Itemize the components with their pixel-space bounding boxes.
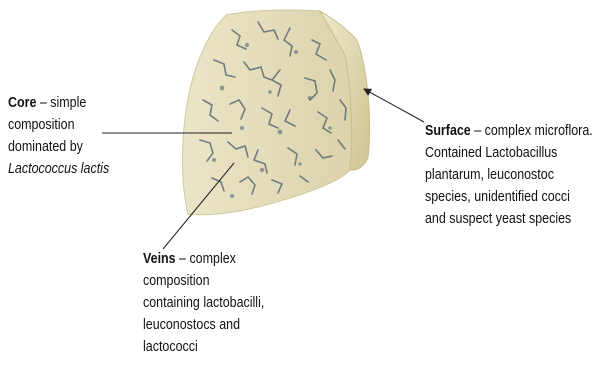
core-label: Core – simple composition dominated by L… [8, 92, 109, 180]
surface-line-5: and suspect yeast species [425, 208, 593, 230]
cheese-cut-face [183, 10, 352, 215]
veins-line-3: containing lactobacilli, [143, 292, 264, 314]
surface-line-4: species, unidentified cocci [425, 186, 593, 208]
surface-desc: – complex microflora. [471, 123, 593, 139]
core-line-2: composition [8, 114, 109, 136]
veins-line-4: leuconostocs and [143, 314, 264, 336]
surface-label: Surface – complex microflora. Contained … [425, 120, 593, 230]
surface-line-2: Contained Lactobacillus [425, 142, 593, 164]
surface-term: Surface [425, 123, 471, 139]
surface-line-3: plantarum, leuconostoc [425, 164, 593, 186]
core-line-4: Lactococcus lactis [8, 161, 109, 177]
core-term: Core [8, 95, 36, 111]
veins-line-2: composition [143, 270, 264, 292]
veins-label: Veins – complex composition containing l… [143, 248, 264, 358]
veins-term: Veins [143, 251, 176, 267]
veins-line-5: lactococci [143, 336, 264, 358]
veins-desc: – complex [176, 251, 236, 267]
core-desc: – simple [36, 95, 86, 111]
core-line-3: dominated by [8, 136, 109, 158]
surface-pointer-arrow [364, 89, 424, 122]
